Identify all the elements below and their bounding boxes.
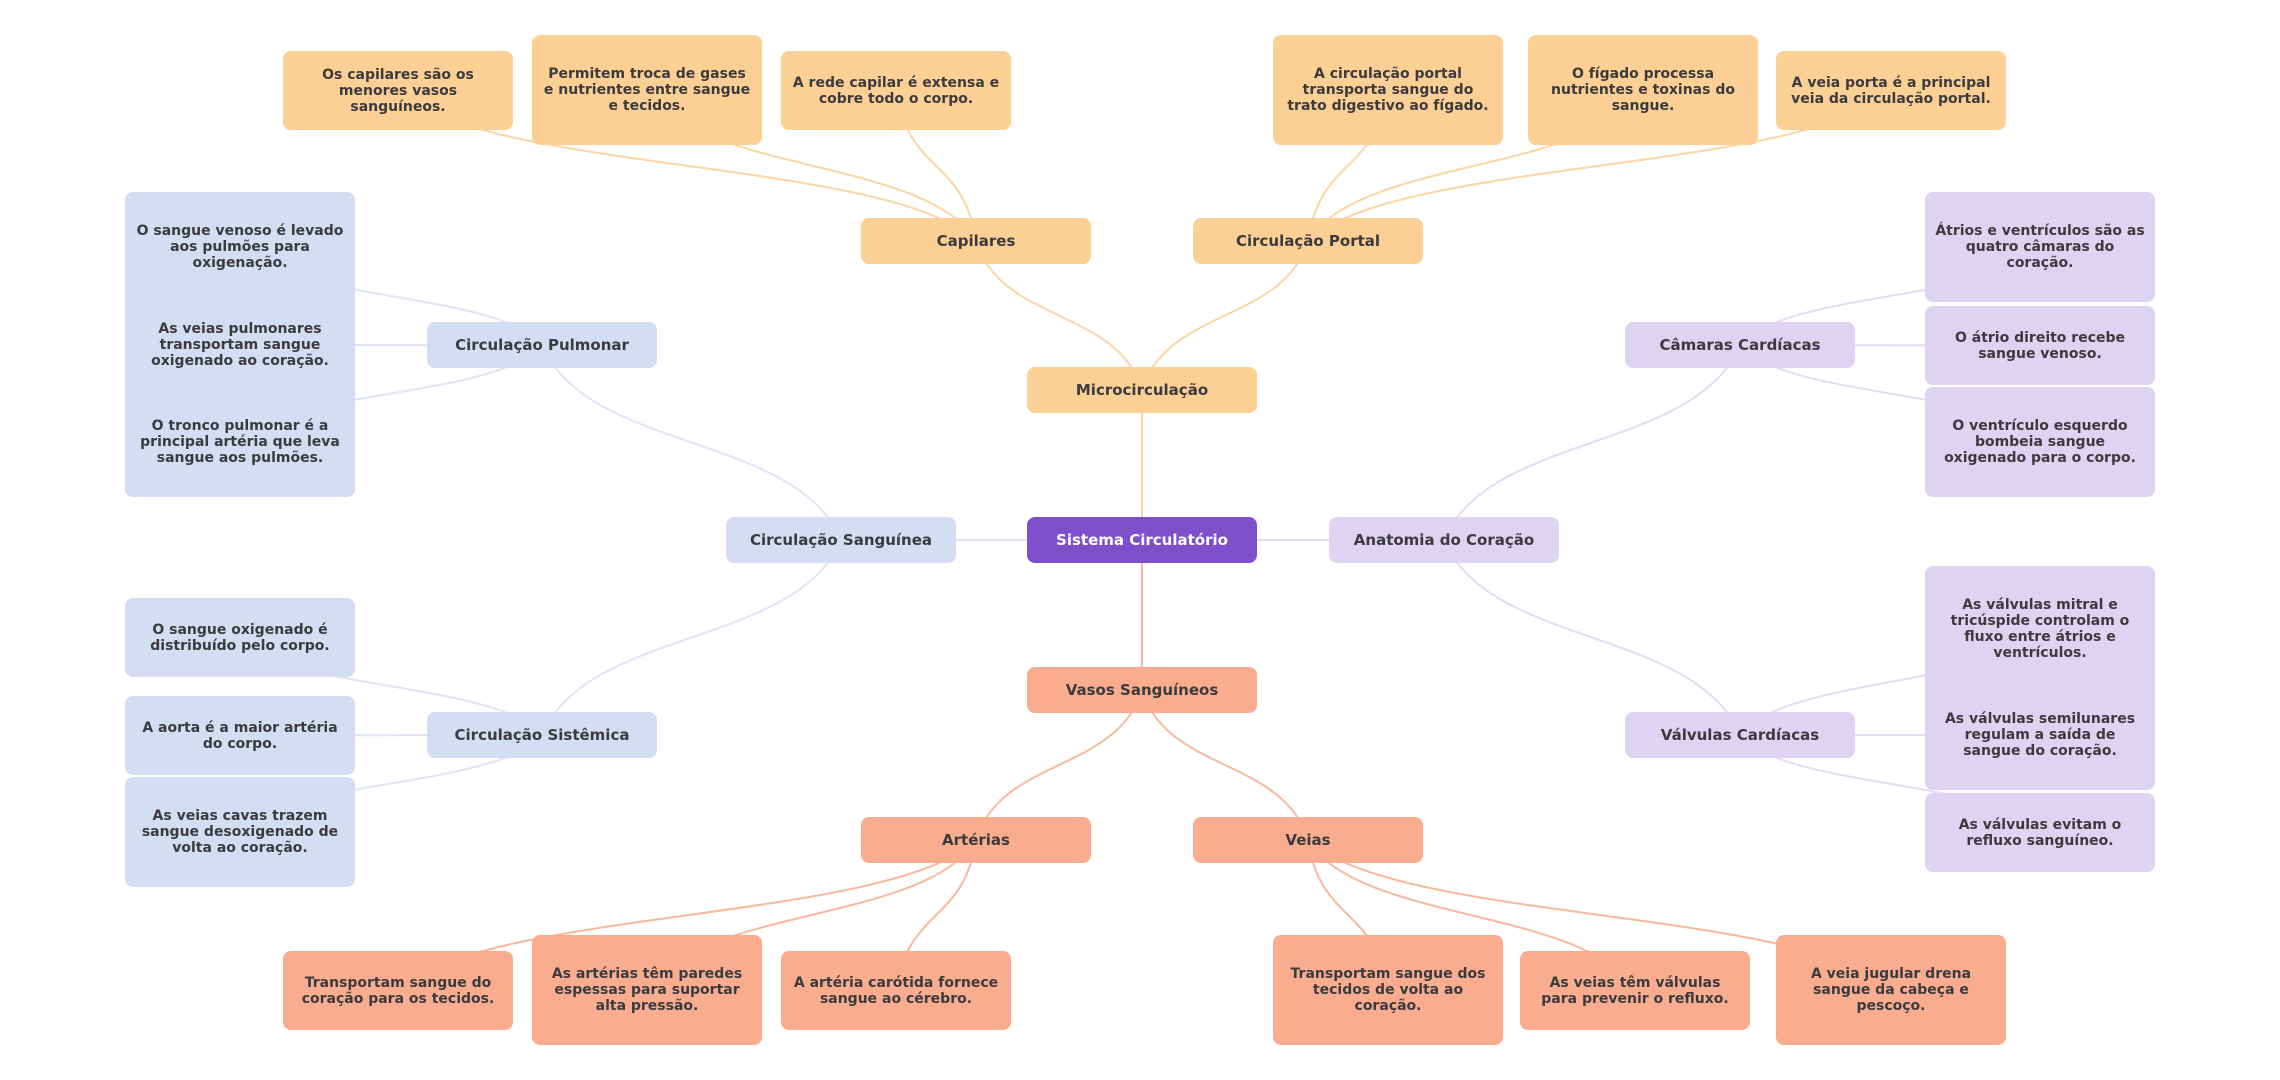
leaf-node[interactable]: Os capilares são os menores vasos sanguí… xyxy=(283,51,513,130)
branch-node-microcirculacao[interactable]: Microcirculação xyxy=(1027,367,1257,413)
subtopic-node-camaras-cardiacas[interactable]: Câmaras Cardíacas xyxy=(1625,322,1855,368)
leaf-text: O sangue oxigenado é distribuído pelo co… xyxy=(150,621,330,654)
leaf-text: A veia porta é a principal veia da circu… xyxy=(1791,74,1991,107)
leaf-node[interactable]: As válvulas mitral e tricúspide controla… xyxy=(1925,566,2155,692)
leaf-node[interactable]: As veias pulmonares transportam sangue o… xyxy=(125,290,355,400)
leaf-node[interactable]: O sangue oxigenado é distribuído pelo co… xyxy=(125,598,355,677)
leaf-text: O átrio direito recebe sangue venoso. xyxy=(1954,329,2126,362)
leaf-node[interactable]: O átrio direito recebe sangue venoso. xyxy=(1925,306,2155,385)
leaf-node[interactable]: O ventrículo esquerdo bombeia sangue oxi… xyxy=(1925,387,2155,497)
leaf-node[interactable]: A veia jugular drena sangue da cabeça e … xyxy=(1776,935,2006,1045)
leaf-text: As válvulas mitral e tricúspide controla… xyxy=(1950,597,2130,661)
leaf-text: O fígado processa nutrientes e toxinas d… xyxy=(1551,66,1735,114)
edge-circ-sistemica xyxy=(541,539,842,736)
leaf-text: O tronco pulmonar é a principal artéria … xyxy=(140,418,340,466)
leaf-node[interactable]: As veias têm válvulas para prevenir o re… xyxy=(1520,951,1750,1030)
leaf-node[interactable]: A veia porta é a principal veia da circu… xyxy=(1776,51,2006,130)
leaf-node[interactable]: O tronco pulmonar é a principal artéria … xyxy=(125,387,355,497)
edge-circ-pulmonar xyxy=(541,344,842,541)
leaf-node[interactable]: O fígado processa nutrientes e toxinas d… xyxy=(1528,35,1758,145)
subtopic-node-circulacao-portal[interactable]: Circulação Portal xyxy=(1193,218,1423,264)
leaf-node[interactable]: Átrios e ventrículos são as quatro câmar… xyxy=(1925,192,2155,302)
root-node-sistema-circulatorio[interactable]: Sistema Circulatório xyxy=(1027,517,1257,563)
leaf-text: O ventrículo esquerdo bombeia sangue oxi… xyxy=(1944,418,2136,466)
leaf-node[interactable]: Transportam sangue dos tecidos de volta … xyxy=(1273,935,1503,1045)
subtopic-label: Veias xyxy=(1285,831,1331,849)
branch-label: Microcirculação xyxy=(1075,381,1209,399)
leaf-node[interactable]: As veias cavas trazem sangue desoxigenad… xyxy=(125,777,355,887)
root-node-label: Sistema Circulatório xyxy=(1056,531,1228,549)
leaf-text: O sangue venoso é levado aos pulmões par… xyxy=(136,223,344,271)
subtopic-node-arterias[interactable]: Artérias xyxy=(861,817,1091,863)
leaf-node[interactable]: A rede capilar é extensa e cobre todo o … xyxy=(781,51,1011,130)
subtopic-label: Artérias xyxy=(942,831,1010,849)
subtopic-label: Circulação Pulmonar xyxy=(455,336,629,354)
branch-node-circulacao-sanguinea[interactable]: Circulação Sanguínea xyxy=(726,517,956,563)
edge-micro-portal xyxy=(1141,240,1309,391)
leaf-node[interactable]: A artéria carótida fornece sangue ao cér… xyxy=(781,951,1011,1030)
branch-node-anatomia-do-coracao[interactable]: Anatomia do Coração xyxy=(1329,517,1559,563)
subtopic-node-circulacao-sistemica[interactable]: Circulação Sistêmica xyxy=(427,712,657,758)
leaf-node[interactable]: Permitem troca de gases e nutrientes ent… xyxy=(532,35,762,145)
leaf-node[interactable]: A aorta é a maior artéria do corpo. xyxy=(125,696,355,775)
leaf-text: As veias cavas trazem sangue desoxigenad… xyxy=(141,808,339,856)
edge-vasos-arterias xyxy=(975,689,1143,841)
branch-label: Circulação Sanguínea xyxy=(749,531,933,549)
edge-vasos-veias xyxy=(1141,689,1309,841)
leaf-node[interactable]: As válvulas semilunares regulam a saída … xyxy=(1925,680,2155,790)
subtopic-label: Câmaras Cardíacas xyxy=(1659,336,1821,354)
leaf-text: A veia jugular drena sangue da cabeça e … xyxy=(1810,966,1972,1014)
subtopic-label: Circulação Sistêmica xyxy=(454,726,630,744)
leaf-text: As veias têm válvulas para prevenir o re… xyxy=(1541,974,1729,1007)
leaf-text: A artéria carótida fornece sangue ao cér… xyxy=(793,974,999,1007)
subtopic-node-circulacao-pulmonar[interactable]: Circulação Pulmonar xyxy=(427,322,657,368)
leaf-text: Átrios e ventrículos são as quatro câmar… xyxy=(1935,223,2145,271)
leaf-text: Permitem troca de gases e nutrientes ent… xyxy=(543,66,751,114)
subtopic-node-veias[interactable]: Veias xyxy=(1193,817,1423,863)
subtopic-node-valvulas-cardiacas[interactable]: Válvulas Cardíacas xyxy=(1625,712,1855,758)
branch-label: Anatomia do Coração xyxy=(1353,531,1535,549)
edge-micro-capilares xyxy=(975,240,1143,391)
leaf-text: As veias pulmonares transportam sangue o… xyxy=(151,321,329,369)
leaf-text: A circulação portal transporta sangue do… xyxy=(1287,66,1489,114)
edge-anat-camaras xyxy=(1443,344,1741,541)
leaf-node[interactable]: Transportam sangue do coração para os te… xyxy=(283,951,513,1030)
subtopic-node-capilares[interactable]: Capilares xyxy=(861,218,1091,264)
edge-anat-valvulas xyxy=(1443,539,1741,736)
leaf-text: A aorta é a maior artéria do corpo. xyxy=(142,719,338,752)
leaf-node[interactable]: O sangue venoso é levado aos pulmões par… xyxy=(125,192,355,302)
subtopic-label: Capilares xyxy=(936,232,1016,250)
leaf-text: Transportam sangue do coração para os te… xyxy=(301,974,495,1007)
leaf-text: As válvulas evitam o refluxo sanguíneo. xyxy=(1958,816,2122,849)
leaf-node[interactable]: A circulação portal transporta sangue do… xyxy=(1273,35,1503,145)
branch-label: Vasos Sanguíneos xyxy=(1065,681,1219,699)
branch-node-vasos-sanguineos[interactable]: Vasos Sanguíneos xyxy=(1027,667,1257,713)
leaf-node[interactable]: As válvulas evitam o refluxo sanguíneo. xyxy=(1925,793,2155,872)
leaf-text: As artérias têm paredes espessas para su… xyxy=(551,966,743,1014)
leaf-text: As válvulas semilunares regulam a saída … xyxy=(1944,711,2136,759)
subtopic-label: Válvulas Cardíacas xyxy=(1660,726,1820,744)
subtopic-label: Circulação Portal xyxy=(1235,232,1381,250)
leaf-node[interactable]: As artérias têm paredes espessas para su… xyxy=(532,935,762,1045)
leaf-text: A rede capilar é extensa e cobre todo o … xyxy=(792,74,1000,107)
leaf-text: Transportam sangue dos tecidos de volta … xyxy=(1290,966,1486,1014)
leaf-text: Os capilares são os menores vasos sanguí… xyxy=(322,66,474,115)
